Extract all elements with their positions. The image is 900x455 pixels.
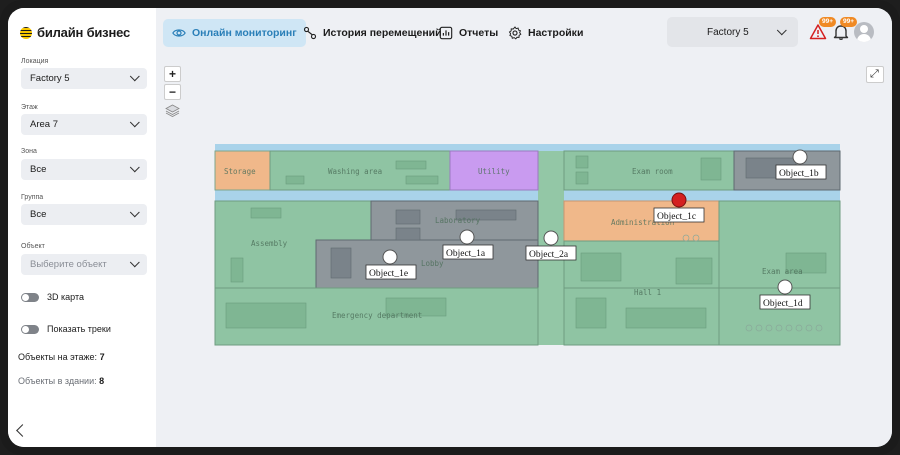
zone-select[interactable]: Все xyxy=(21,159,147,180)
objects-in-building-value: 8 xyxy=(99,376,105,386)
object-marker[interactable]: Object_2a xyxy=(525,230,577,261)
eye-icon xyxy=(172,29,186,37)
notifications-badge: 99+ xyxy=(840,17,858,27)
floor-select[interactable]: Area 7 xyxy=(21,114,147,135)
objects-on-floor-label: Объекты на этаже: xyxy=(18,352,98,362)
object-marker-alert[interactable]: Object_1c xyxy=(653,192,705,223)
tab-label: Настройки xyxy=(528,27,584,39)
object-label-1e: Object_1e xyxy=(369,269,408,279)
zone-label: Зона xyxy=(21,148,37,155)
beeline-logo-icon xyxy=(20,26,32,39)
object-label: Объект xyxy=(21,243,45,250)
room-label-lobby: Lobby xyxy=(421,259,444,268)
floor-plan: Storage Washing area Utility Exam room L… xyxy=(214,144,841,346)
room-label-emergency-department: Emergency department xyxy=(332,311,422,320)
layers-icon[interactable] xyxy=(164,102,181,118)
room-label-storage: Storage xyxy=(224,167,256,176)
room-label-utility: Utility xyxy=(478,167,510,176)
room-utility[interactable] xyxy=(449,150,539,191)
tab-settings[interactable]: Настройки xyxy=(499,19,592,47)
objects-on-floor-value: 7 xyxy=(99,352,105,362)
tab-label: История перемещений xyxy=(323,27,442,39)
header-location-select[interactable]: Factory 5 xyxy=(667,17,798,47)
object-marker[interactable]: Object_1b xyxy=(775,149,827,180)
objects-in-building: Объекты в здании: 8 xyxy=(18,376,104,386)
room-label-washing-area: Washing area xyxy=(328,167,382,176)
tab-movement-history[interactable]: История перемещений xyxy=(294,19,451,47)
tab-online-monitoring[interactable]: Онлайн мониторинг xyxy=(163,19,306,47)
chevron-down-icon xyxy=(129,257,140,268)
objects-in-building-label: Объекты в здании: xyxy=(18,376,97,386)
toggle-tracks-label: Показать треки xyxy=(47,324,111,334)
objects-on-floor: Объекты на этаже: 7 xyxy=(18,352,105,362)
furniture xyxy=(225,155,827,329)
chevron-down-icon xyxy=(776,24,787,35)
app-screen: билайн бизнес Локация Factory 5 Этаж Are… xyxy=(8,8,892,447)
header: Онлайн мониторинг История перемещений От… xyxy=(156,8,892,58)
room-lobby[interactable] xyxy=(315,239,539,289)
toggle-switch[interactable] xyxy=(21,292,39,302)
chairs xyxy=(682,234,823,332)
tab-label: Отчеты xyxy=(459,27,499,39)
chevron-down-icon xyxy=(129,71,140,82)
tab-label: Онлайн мониторинг xyxy=(192,27,297,39)
toggle-show-tracks[interactable]: Показать треки xyxy=(21,324,111,334)
toggle-3d-map[interactable]: 3D карта xyxy=(21,292,84,302)
object-label-1a: Object_1a xyxy=(446,249,486,259)
floor-label: Этаж xyxy=(21,104,38,111)
brand-logo[interactable]: билайн бизнес xyxy=(20,25,130,40)
group-label: Группа xyxy=(21,194,44,201)
location-value: Factory 5 xyxy=(30,73,70,84)
gear-icon xyxy=(508,26,522,40)
location-label: Локация xyxy=(21,58,49,65)
zoom-out-button[interactable]: − xyxy=(164,84,181,100)
group-value: Все xyxy=(30,209,47,220)
room-exam-area[interactable] xyxy=(718,200,841,289)
toggle-switch[interactable] xyxy=(21,324,39,334)
room-label-exam-area: Exam area xyxy=(762,267,803,276)
object-label-1b: Object_1b xyxy=(779,169,819,179)
user-avatar[interactable] xyxy=(854,22,874,42)
corridor-middle xyxy=(215,190,840,201)
collapse-sidebar-icon[interactable] xyxy=(16,424,29,437)
zone-value: Все xyxy=(30,164,47,175)
room-label-hall-1: Hall 1 xyxy=(634,288,661,297)
chart-icon xyxy=(439,26,453,40)
chevron-down-icon xyxy=(129,117,140,128)
room-label-exam-room: Exam room xyxy=(632,167,673,176)
alert-triangle-icon[interactable] xyxy=(809,23,827,41)
room-storage[interactable] xyxy=(214,150,271,191)
header-location-value: Factory 5 xyxy=(707,26,749,38)
object-select[interactable]: Выберите объект xyxy=(21,254,147,275)
object-label-2a: Object_2a xyxy=(529,250,569,260)
fullscreen-button[interactable] xyxy=(866,66,884,83)
tab-reports[interactable]: Отчеты xyxy=(430,19,507,47)
floor-value: Area 7 xyxy=(30,119,58,130)
chevron-down-icon xyxy=(129,207,140,218)
toggle-3d-label: 3D карта xyxy=(47,292,84,302)
map-canvas[interactable]: Storage Washing area Utility Exam room L… xyxy=(156,58,892,447)
room-label-assembly: Assembly xyxy=(251,239,288,248)
object-label-1c: Object_1c xyxy=(657,212,696,222)
alerts-badge: 99+ xyxy=(819,17,837,27)
group-select[interactable]: Все xyxy=(21,204,147,225)
brand-name: билайн бизнес xyxy=(37,25,130,40)
room-label-administration: Administration xyxy=(611,218,674,227)
object-marker[interactable]: Object_1d xyxy=(759,279,811,310)
location-select[interactable]: Factory 5 xyxy=(21,68,147,89)
chevron-down-icon xyxy=(129,162,140,173)
object-marker[interactable]: Object_1e xyxy=(365,249,417,280)
sidebar: билайн бизнес Локация Factory 5 Этаж Are… xyxy=(8,8,156,447)
route-icon xyxy=(303,26,317,40)
object-label-1d: Object_1d xyxy=(763,299,803,309)
corridor-top xyxy=(215,144,840,151)
room-label-laboratory: Laboratory xyxy=(435,216,481,225)
object-marker[interactable]: Object_1a xyxy=(442,229,494,260)
zoom-in-button[interactable]: + xyxy=(164,66,181,82)
object-placeholder: Выберите объект xyxy=(30,259,107,270)
